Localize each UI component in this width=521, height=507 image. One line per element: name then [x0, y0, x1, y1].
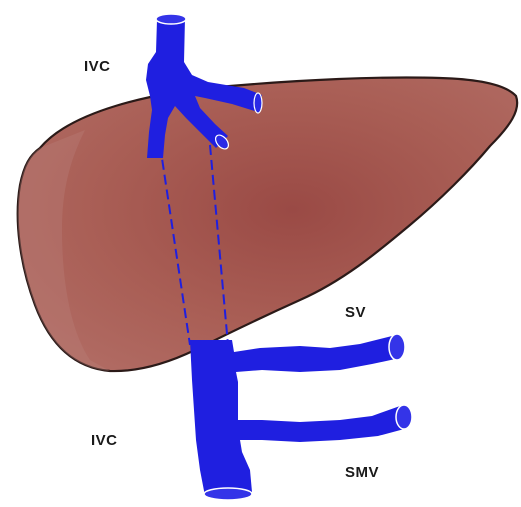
liver-shape — [18, 77, 517, 371]
superior-mesenteric-vein-label: SMV — [345, 464, 379, 481]
ivc-bottom-label: IVC — [91, 432, 118, 449]
splenic-vein-label: SV — [345, 304, 366, 321]
ivc-top-label: IVC — [84, 58, 111, 75]
